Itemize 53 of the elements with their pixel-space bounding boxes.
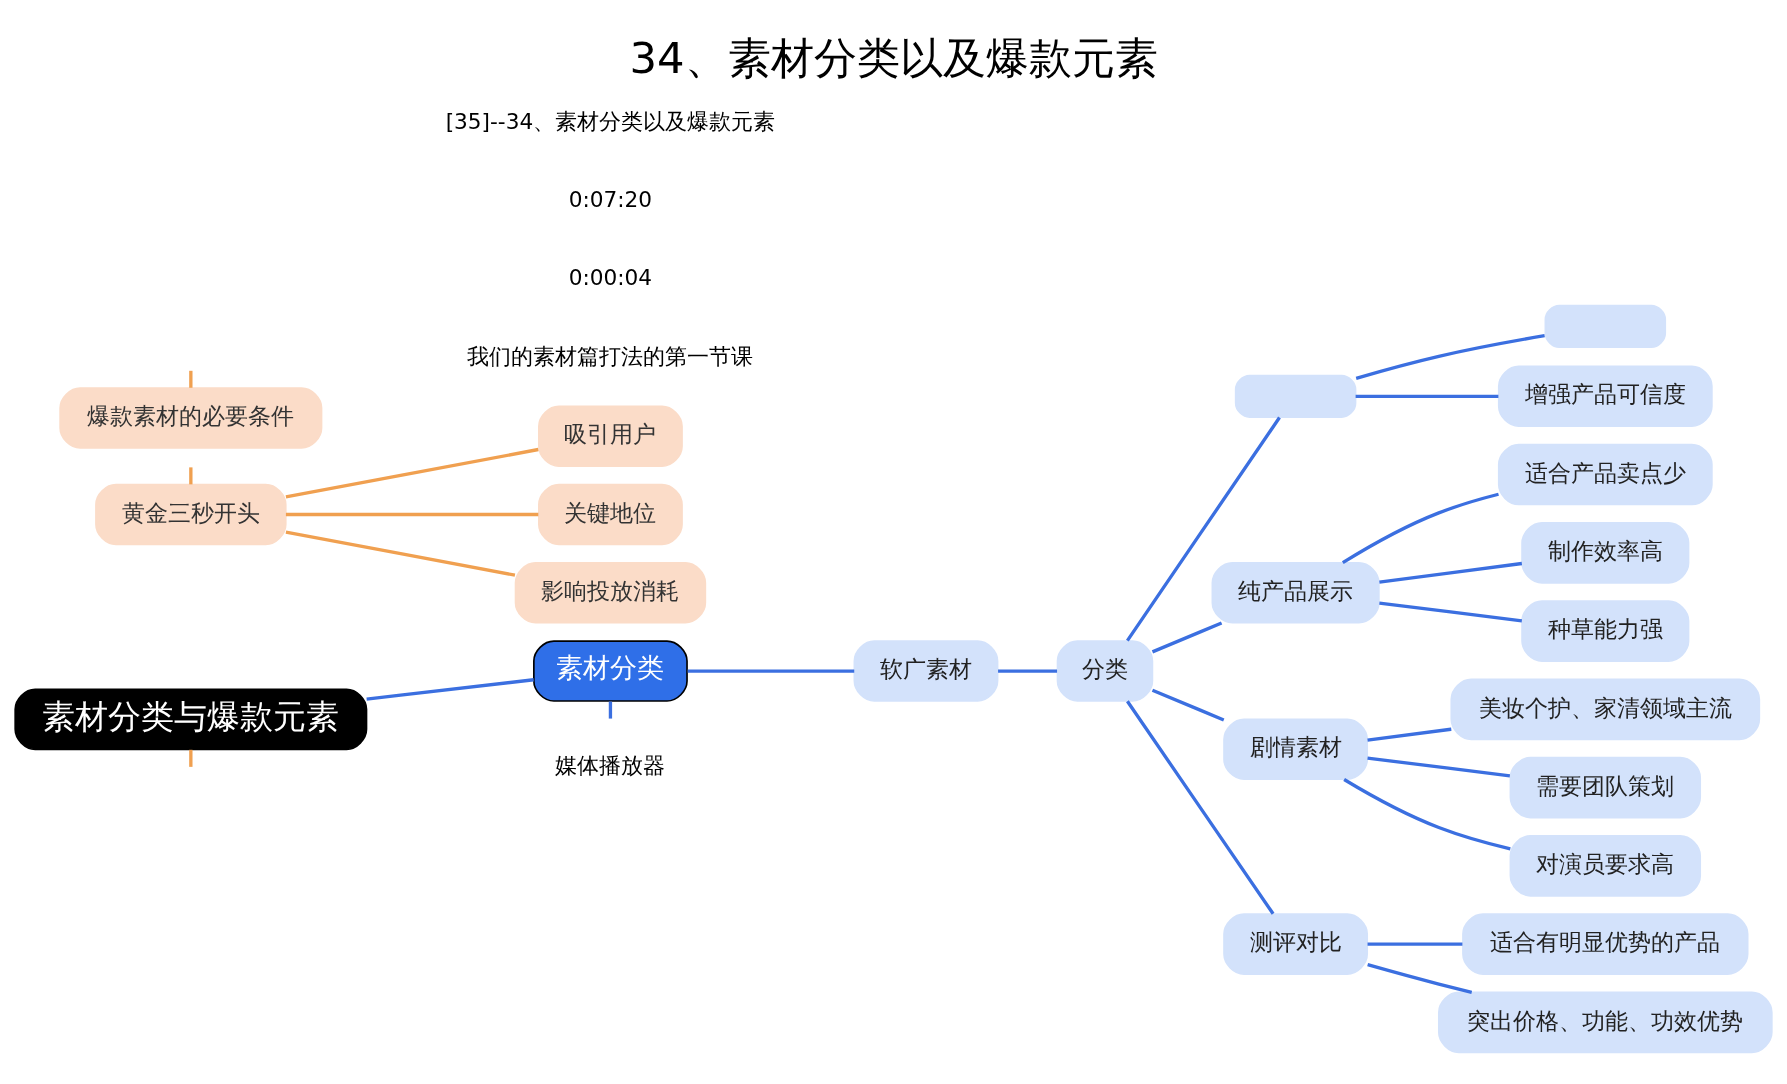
label: 媒体播放器 xyxy=(555,753,666,779)
node-box: 需要团队策划 xyxy=(1509,756,1702,819)
connector xyxy=(1151,688,1225,722)
node-box: 关键地位 xyxy=(538,483,683,546)
connector xyxy=(687,669,855,673)
node-box: 突出价格、功能、功效优势 xyxy=(1437,991,1773,1054)
connector xyxy=(998,669,1058,673)
label: 我们的素材篇打法的第一节课 xyxy=(467,343,754,369)
node-box: 吸引用户 xyxy=(538,405,683,468)
connector xyxy=(285,512,539,517)
node-box: 素材分类 xyxy=(533,640,688,702)
label: [35]--34、素材分类以及爆款元素 xyxy=(445,108,776,134)
node-box: 制作效率高 xyxy=(1521,522,1690,584)
connector xyxy=(366,678,534,701)
connector xyxy=(1355,394,1499,398)
connector xyxy=(189,370,193,388)
connector xyxy=(189,749,193,767)
label: 0:07:20 xyxy=(568,187,653,213)
node-box: 美妆个护、家清领域主流 xyxy=(1450,678,1761,741)
connector xyxy=(1151,621,1223,654)
connector xyxy=(1367,942,1463,946)
connector xyxy=(1343,778,1511,851)
node-box: 影响投放消耗 xyxy=(514,561,707,624)
node-box: 对演员要求高 xyxy=(1509,835,1702,897)
label: 0:00:04 xyxy=(568,265,653,291)
connector xyxy=(189,467,193,485)
node-box: 增强产品可信度 xyxy=(1497,365,1713,428)
node-box xyxy=(1544,304,1667,349)
connector xyxy=(285,447,539,499)
connector xyxy=(1367,963,1473,994)
node-box: 爆款素材的必要条件 xyxy=(59,387,323,449)
node-box: 纯产品展示 xyxy=(1211,561,1380,624)
connector xyxy=(1341,492,1499,565)
connector xyxy=(608,701,613,719)
node-box: 测评对比 xyxy=(1223,913,1369,975)
node-box: 黄金三秒开头 xyxy=(95,483,287,546)
node-box: 种草能力强 xyxy=(1521,600,1690,662)
diagram-title: 34、素材分类以及爆款元素 xyxy=(629,32,1158,83)
node-box xyxy=(1234,374,1357,418)
node-box: 素材分类与爆款元素 xyxy=(14,688,368,751)
connector xyxy=(285,530,516,577)
node-box: 适合有明显优势的产品 xyxy=(1462,913,1749,975)
connector xyxy=(1126,416,1281,642)
connector xyxy=(1367,727,1452,742)
node-box: 适合产品卖点少 xyxy=(1497,443,1713,506)
node-box: 分类 xyxy=(1056,640,1154,702)
node-box: 剧情素材 xyxy=(1223,718,1369,781)
connector xyxy=(1379,601,1523,623)
connector xyxy=(1367,756,1511,778)
connector xyxy=(1379,561,1523,584)
connector xyxy=(1126,700,1275,915)
node-box: 软广素材 xyxy=(853,640,999,702)
connector xyxy=(1355,334,1545,380)
